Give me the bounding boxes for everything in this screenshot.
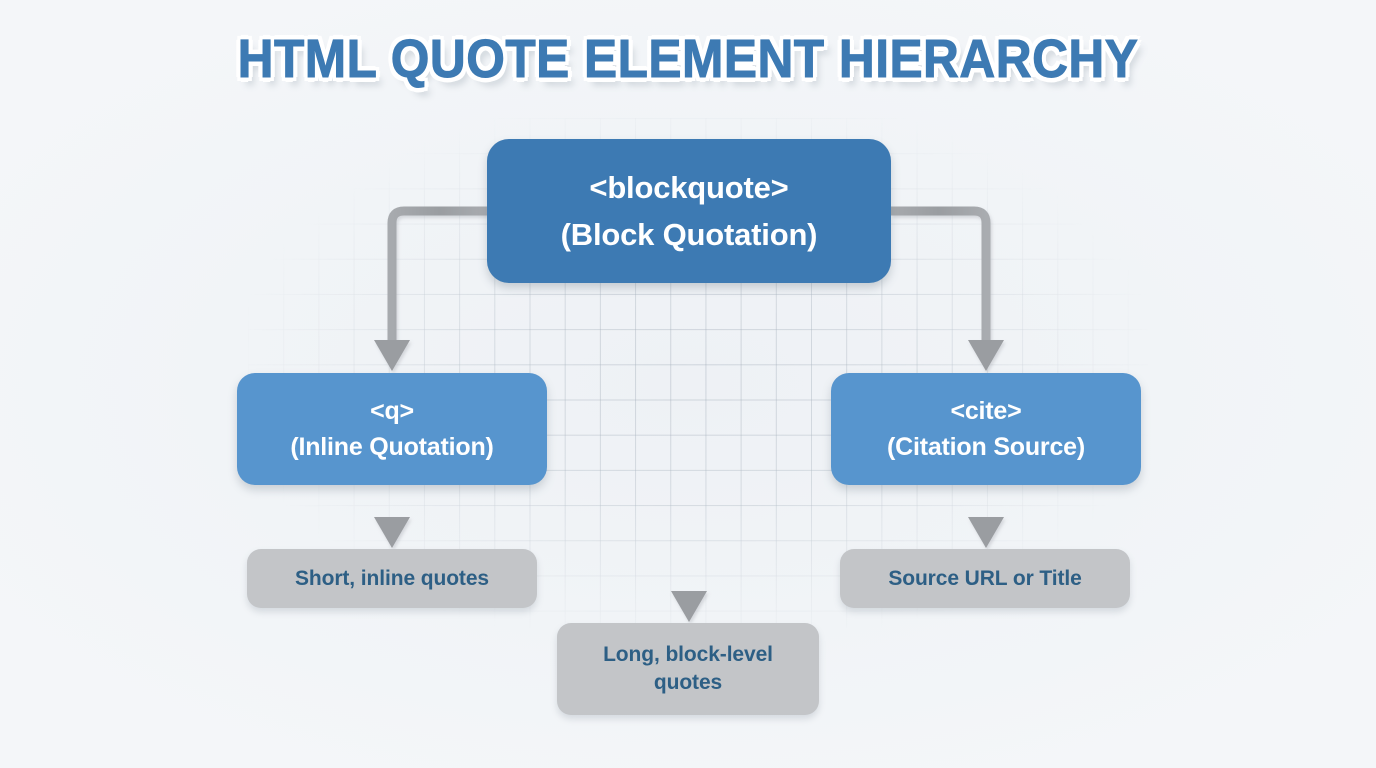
connector-root-to-cite	[891, 206, 1004, 371]
node-cite-description: (Citation Source)	[887, 433, 1085, 461]
node-source-url-or-title-label: Source URL or Title	[888, 566, 1082, 590]
node-q-description: (Inline Quotation)	[290, 433, 494, 461]
node-short-inline-quotes-label: Short, inline quotes	[294, 566, 489, 590]
page-title: HTML QUOTE ELEMENT HIERARCHY	[237, 29, 1139, 90]
connector-q-to-short-quotes	[374, 485, 410, 548]
node-blockquote[interactable]: <blockquote> (Block Quotation)	[487, 139, 891, 283]
node-q-tag: <q>	[370, 396, 414, 425]
node-cite[interactable]: <cite> (Citation Source)	[831, 373, 1141, 485]
node-blockquote-tag: <blockquote>	[589, 169, 789, 205]
connector-root-to-q	[374, 206, 487, 371]
node-cite-tag: <cite>	[950, 396, 1022, 425]
node-source-url-or-title[interactable]: Source URL or Title	[840, 549, 1130, 608]
node-blockquote-description: (Block Quotation)	[560, 217, 818, 252]
connector-cite-to-source	[968, 485, 1004, 548]
node-q[interactable]: <q> (Inline Quotation)	[237, 373, 547, 485]
node-short-inline-quotes[interactable]: Short, inline quotes	[247, 549, 537, 608]
connector-root-to-long-quotes	[671, 283, 707, 622]
node-long-block-level-quotes[interactable]: Long, block-level quotes	[557, 623, 819, 715]
node-long-block-level-quotes-label-line1: Long, block-level	[603, 643, 773, 667]
node-long-block-level-quotes-label-line2: quotes	[653, 671, 723, 694]
